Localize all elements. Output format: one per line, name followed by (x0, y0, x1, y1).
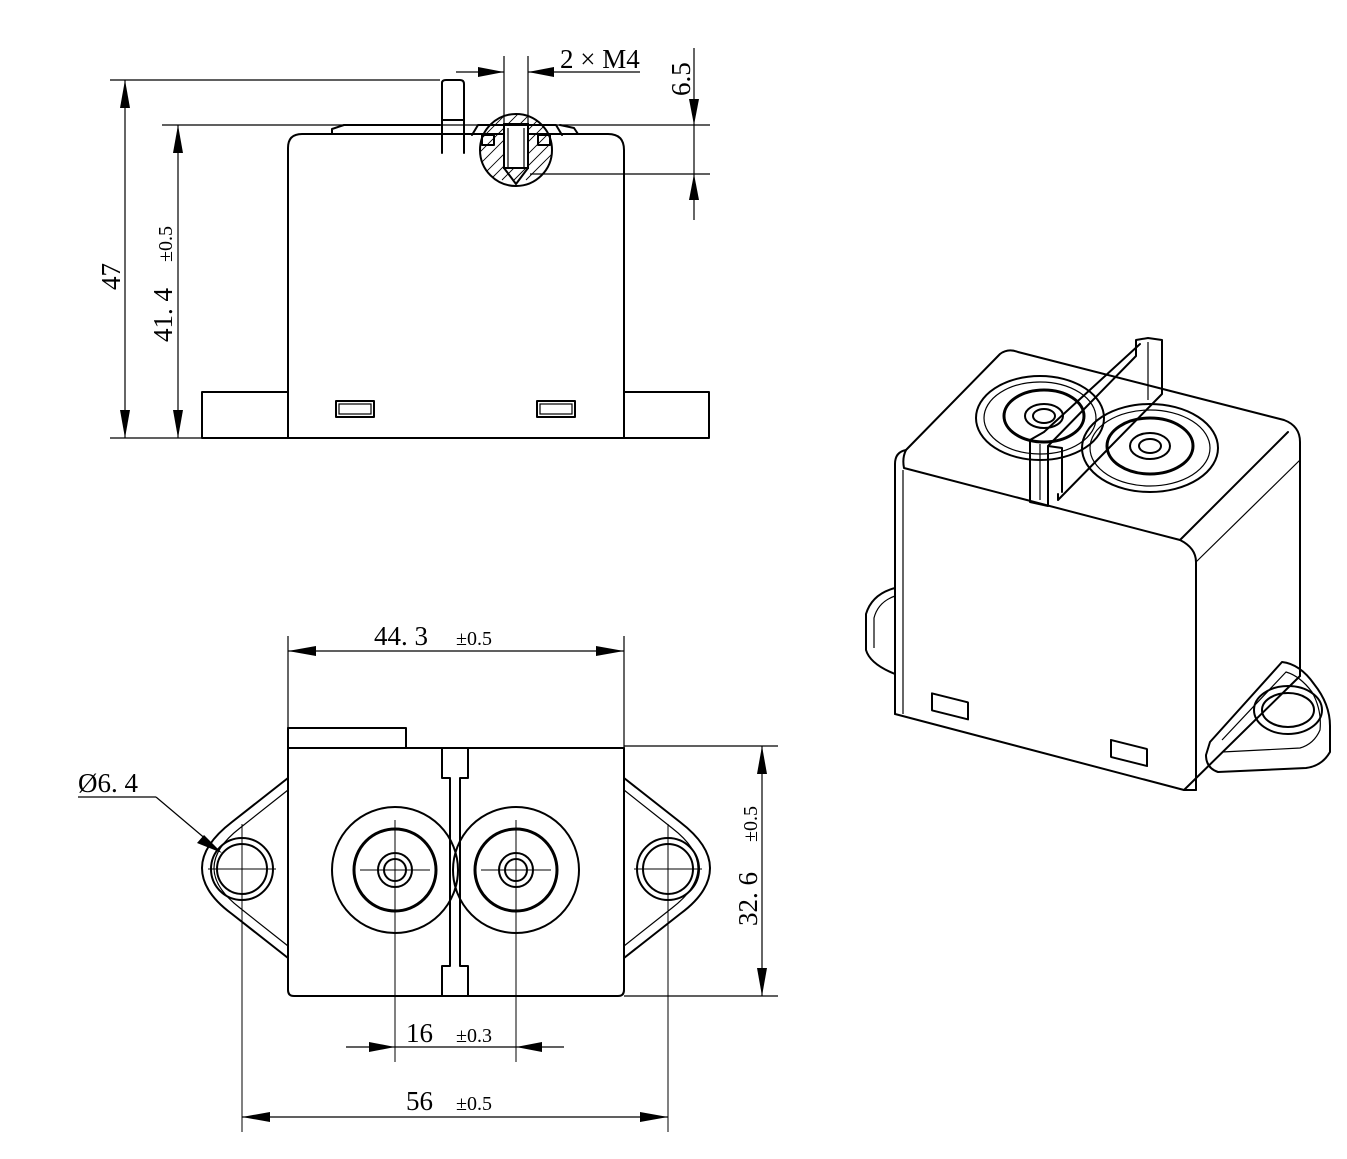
iso-barrier (1029, 337, 1163, 507)
front-flange (201, 391, 710, 439)
label-body-height-tol: ±0.5 (155, 226, 177, 262)
front-dimensions (110, 48, 710, 439)
label-overall-height: 47 (96, 263, 126, 290)
label-terminal-pitch-tol: ±0.3 (456, 1025, 492, 1047)
front-window-left (335, 400, 375, 418)
iso-housing (894, 349, 1301, 715)
section-circle (479, 113, 553, 187)
iso-terminal-right (1081, 403, 1219, 493)
isometric-view (865, 337, 1331, 791)
label-terminal-pitch: 16 (406, 1018, 433, 1048)
label-thread-depth: 6.5 (666, 62, 696, 96)
top-dimensions (78, 636, 778, 1122)
front-view (201, 79, 710, 439)
top-view (201, 727, 711, 1132)
center-rib (441, 747, 469, 997)
label-mount-pitch: 56 (406, 1086, 433, 1116)
iso-flange-left (865, 587, 896, 675)
iso-window-left (931, 692, 969, 721)
iso-flange-right (1205, 661, 1331, 773)
iso-window-right (1110, 738, 1148, 768)
label-mount-pitch-tol: ±0.5 (456, 1093, 492, 1115)
label-body-height: 41. 4 (148, 288, 178, 343)
center-lines (208, 820, 702, 1132)
top-flange-left (201, 777, 289, 959)
front-housing (287, 133, 625, 439)
barrier-tab (441, 79, 465, 154)
label-body-depth-tol: ±0.5 (740, 806, 762, 842)
front-window-right (536, 400, 576, 418)
label-hole-diameter: Ø6. 4 (78, 768, 138, 798)
label-body-depth: 32. 6 (733, 872, 763, 926)
label-thread: 2 × M4 (560, 44, 640, 74)
top-flange-right (623, 777, 711, 959)
label-body-width-tol: ±0.5 (456, 628, 492, 650)
dimension-labels: 2 × M4 6.5 47 41. 4 ±0.5 44. 3 ±0.5 32. … (78, 44, 763, 1116)
top-housing (287, 747, 625, 997)
label-body-width: 44. 3 (374, 621, 428, 651)
